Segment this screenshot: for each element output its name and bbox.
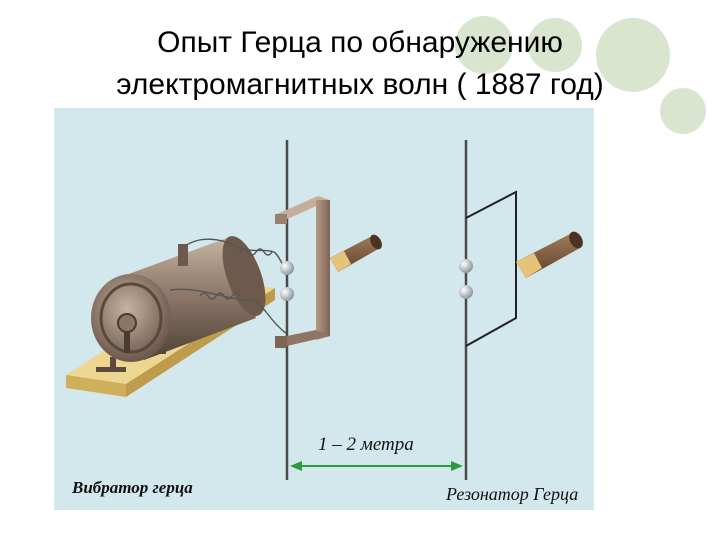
decor-circle-4: [660, 88, 706, 134]
distance-arrow: [290, 461, 463, 471]
decor-circle-2: [528, 18, 582, 72]
spark-ball-icon: [459, 259, 473, 273]
coil-wires: [169, 238, 288, 335]
resonator-caption: Резонатор Герца: [446, 484, 579, 504]
title-line-1: Опыт Герца по обнаружению: [157, 26, 563, 59]
vibrator-caption: Вибратор герца: [72, 478, 193, 497]
spark-ball-icon: [459, 285, 473, 299]
title-line-2: электромагнитных волн ( 1887 год): [116, 68, 604, 101]
distance-label: 1 – 2 метра: [318, 434, 414, 455]
resonator-loop: [465, 190, 517, 347]
decor-circle-3: [596, 18, 670, 92]
wooden-handle-icon: [516, 231, 583, 278]
slide-title: Опыт Герца по обнаружению электромагнитн…: [0, 22, 720, 106]
spark-ball-icon: [280, 287, 294, 301]
wooden-handle-icon: [330, 234, 382, 272]
induction-coil-icon: [91, 236, 266, 372]
spark-ball-icon: [280, 261, 294, 275]
vibrator-frame: [275, 196, 330, 348]
decor-circle-1: [455, 16, 513, 74]
